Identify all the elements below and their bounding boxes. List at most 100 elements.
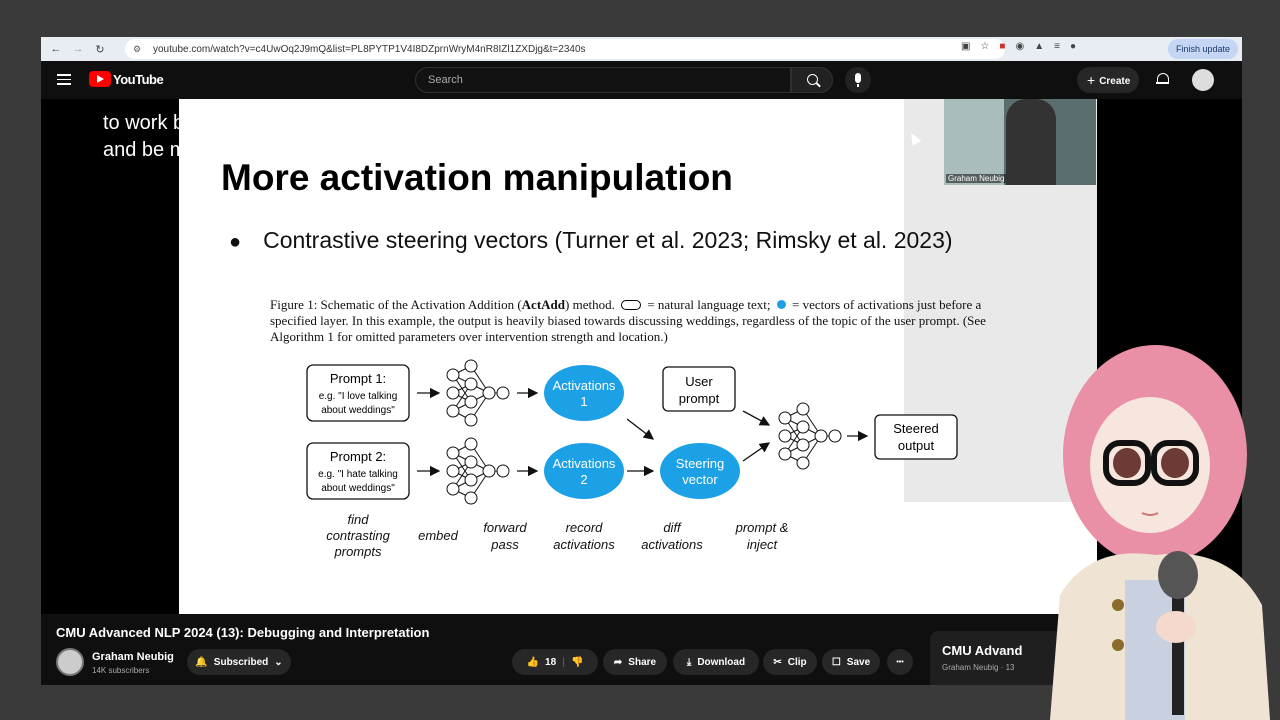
webcam-name-label: Graham Neubig — [946, 174, 1007, 183]
address-bar[interactable]: ⚙ youtube.com/watch?v=c4UwOq2J9mQ&list=P… — [125, 39, 1005, 59]
bookmark-icon: ☐ — [831, 656, 841, 668]
figure-caption: Figure 1: Schematic of the Activation Ad… — [270, 297, 1010, 345]
hamburger-menu-icon[interactable] — [57, 74, 71, 85]
search-button[interactable] — [791, 67, 833, 93]
neural-net-icon-3 — [778, 402, 842, 470]
prompt1-line1: e.g. "I love talking — [319, 391, 398, 402]
slide-title: More activation manipulation — [221, 157, 733, 198]
channel-avatar[interactable] — [56, 648, 84, 676]
video-player[interactable]: Graham Neubig More activation manipulati… — [41, 99, 1242, 614]
download-icon: ⤓ — [686, 656, 692, 668]
share-label: Share — [628, 656, 657, 668]
cast-icon[interactable]: ▣ — [961, 41, 971, 52]
voice-search-mic-icon[interactable] — [845, 67, 871, 93]
account-avatar[interactable] — [1192, 69, 1214, 91]
dislike-thumb-icon[interactable]: 👎 — [570, 656, 584, 668]
avatar-hand — [1156, 611, 1196, 643]
steered-output-box — [874, 414, 958, 460]
notifications-bell-icon[interactable] — [1156, 72, 1169, 86]
caption-line-1-text: to work better and be more General um — [103, 112, 453, 134]
finish-update-button[interactable]: Finish update — [1167, 39, 1238, 59]
prompt1-title: Prompt 1: — [330, 371, 386, 386]
figure-caption-part3: = natural language text; — [647, 297, 771, 312]
like-count[interactable]: 18 — [545, 656, 557, 668]
more-actions-button[interactable]: ••• — [887, 649, 913, 675]
vtuber-avatar-overlay — [1050, 345, 1270, 720]
create-label: Create — [1099, 76, 1131, 87]
save-button[interactable]: ☐ Save — [822, 649, 880, 675]
plus-icon: + — [1087, 72, 1096, 88]
arrow-inject-2 — [742, 442, 771, 462]
search-icon — [807, 74, 818, 85]
bullet-icon: ● — [229, 231, 242, 253]
arrow-diff-1 — [626, 418, 655, 440]
extension-icon[interactable]: ■ — [999, 41, 1006, 52]
avatar-left-eye — [1113, 448, 1141, 478]
channel-name[interactable]: Graham Neubig — [92, 651, 174, 663]
reading-list-icon[interactable]: ≡ — [1054, 41, 1060, 52]
download-button[interactable]: ⤓ Download — [673, 649, 759, 675]
subscribed-button[interactable]: 🔔 Subscribed ⌄ — [187, 649, 291, 675]
profile-icon[interactable]: ● — [1069, 41, 1076, 52]
actadd-diagram: Prompt 1: e.g. "I love talking about wed… — [306, 359, 958, 559]
share-button[interactable]: ➦ Share — [603, 649, 667, 675]
step5-line1: diff — [663, 520, 682, 535]
browser-extension-icons: ▣ ☆ ■ ◉ ▲ ≡ ● — [961, 41, 1076, 52]
caption-line-2-text: and be more — [103, 139, 216, 161]
puzzle-icon[interactable]: ▲ — [1034, 41, 1045, 52]
text-pill-icon — [621, 300, 642, 310]
activations1-line2: 1 — [580, 394, 587, 409]
bookmark-star-icon[interactable]: ☆ — [980, 41, 990, 52]
like-thumb-icon[interactable]: 👍 — [526, 656, 540, 668]
related-video-channel: Graham Neubig · 13 — [942, 663, 1015, 672]
related-video-title: CMU Advand — [942, 643, 1023, 658]
step4-line2: activations — [553, 537, 615, 552]
webcam-person — [1006, 99, 1056, 185]
save-label: Save — [846, 656, 871, 668]
step6-line2: inject — [747, 537, 779, 552]
create-button[interactable]: +Create — [1077, 67, 1139, 93]
scissors-icon: ✂ — [773, 656, 782, 668]
avatar-mouth — [1141, 512, 1159, 516]
activations1-line1: Activations — [553, 378, 616, 393]
youtube-logo[interactable]: YouTube — [89, 71, 164, 87]
avatar-right-eye — [1161, 448, 1189, 478]
prompt2-line2: about weddings" — [321, 483, 395, 494]
site-settings-icon[interactable]: ⚙ — [133, 43, 142, 54]
slide-bullet: ●Contrastive steering vectors (Turner et… — [229, 227, 953, 254]
figure-caption-part1: Figure 1: Schematic of the Activation Ad… — [270, 297, 522, 312]
bell-icon: 🔔 — [195, 656, 208, 668]
chevron-down-icon: ⌄ — [274, 656, 283, 668]
subscribed-label: Subscribed — [213, 656, 269, 668]
prompt1-box — [306, 364, 410, 422]
step1-line1: find — [348, 512, 370, 527]
camera-icon[interactable]: ◉ — [1015, 41, 1025, 52]
prompt2-line1: e.g. "I hate talking — [318, 469, 398, 480]
step2-label: embed — [418, 528, 459, 543]
search-input[interactable]: Search — [415, 67, 791, 93]
avatar-microphone-head — [1158, 551, 1198, 599]
figure-caption-part2: ) method. — [565, 297, 615, 312]
like-divider: | — [562, 656, 565, 668]
activations2-line1: Activations — [553, 456, 616, 471]
like-dislike-group: 👍 18 | 👎 — [512, 649, 598, 675]
avatar-glasses-right — [1151, 440, 1199, 486]
steering-vector-node — [660, 443, 740, 499]
clip-button[interactable]: ✂ Clip — [763, 649, 817, 675]
back-arrow-icon[interactable]: ← — [50, 43, 62, 55]
steering-line2: vector — [682, 472, 718, 487]
avatar-microphone-handle — [1172, 585, 1184, 715]
steering-line1: Steering — [676, 456, 724, 471]
avatar-button-1 — [1112, 599, 1124, 611]
step4-line1: record — [566, 520, 604, 535]
logo-text: YouTube — [113, 71, 164, 87]
caption-line-2: and be more — [103, 137, 215, 163]
avatar-glasses-left — [1103, 440, 1151, 486]
steered-line1: Steered — [893, 421, 939, 436]
reload-icon[interactable]: ↻ — [95, 43, 105, 56]
user-prompt-line1: User — [685, 374, 713, 389]
forward-arrow-icon[interactable]: → — [72, 43, 84, 55]
download-label: Download — [697, 656, 746, 668]
neural-net-icon-2 — [446, 437, 510, 505]
activation-dot-icon — [776, 300, 786, 309]
